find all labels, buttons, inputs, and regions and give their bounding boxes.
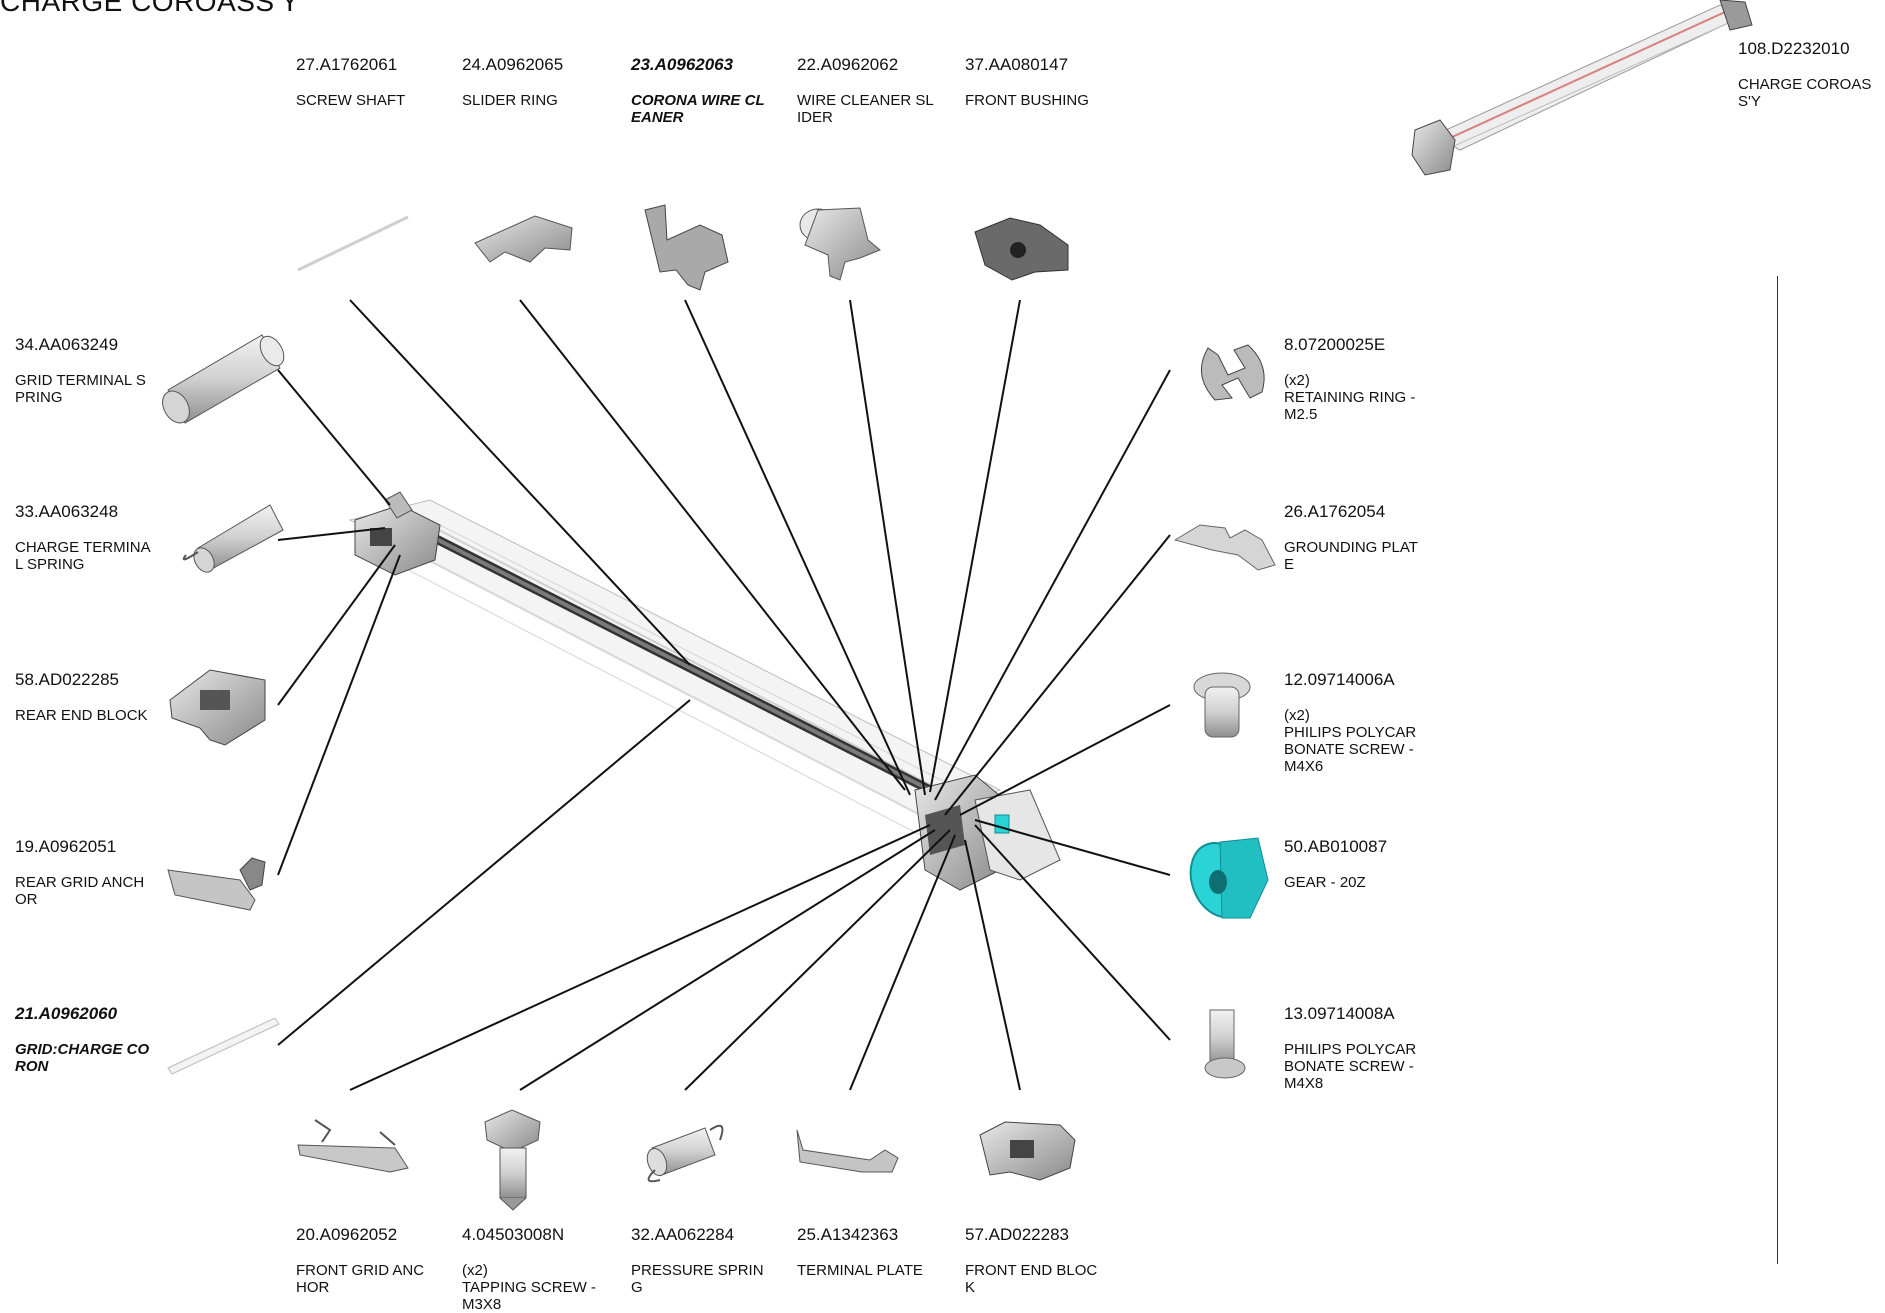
part-number: 50.AB010087 [1284,837,1388,856]
part-name: (x2) RETAINING RING - M2.5 [1284,372,1416,423]
part-image-wire-cleaner-slider [799,207,881,281]
part-label-4: 4.04503008N (x2) TAPPING SCREW - M3X8 [462,1208,596,1313]
part-image-corona-wire-cleaner [644,204,729,291]
part-number: 13.09714008A [1284,1004,1395,1023]
part-name: PHILIPS POLYCAR BONATE SCREW - M4X8 [1284,1041,1417,1092]
part-name: FRONT END BLOC K [965,1262,1098,1296]
part-name: CORONA WIRE CL EANER [631,92,765,126]
part-label-25: 25.A1342363 TERMINAL PLATE [797,1208,923,1279]
part-image-philips-screw-m4x6 [1193,672,1251,738]
part-label-22: 22.A0962062 WIRE CLEANER SL IDER [797,38,934,126]
part-number: 4.04503008N [462,1225,565,1244]
part-number: 32.AA062284 [631,1225,735,1244]
part-name: PRESSURE SPRIN G [631,1262,764,1296]
part-image-front-grid-anchor [297,1119,409,1173]
part-label-19: 19.A0962051 REAR GRID ANCH OR [15,820,144,908]
part-image-grounding-plate [1173,524,1276,571]
part-name: WIRE CLEANER SL IDER [797,92,934,126]
part-label-50: 50.AB010087 GEAR - 20Z [1284,820,1387,891]
part-image-retaining-ring [1200,344,1265,401]
part-name: (x2) TAPPING SCREW - M3X8 [462,1262,596,1313]
part-label-34: 34.AA063249 GRID TERMINAL S PRING [15,318,146,406]
part-name: FRONT BUSHING [965,92,1089,109]
part-image-rear-grid-anchor [167,857,266,911]
part-number: 108.D2232010 [1738,39,1850,58]
part-number: 23.A0962063 [631,55,734,74]
part-name: SCREW SHAFT [296,92,406,109]
assembly-thumbnail [1411,0,1753,176]
part-number: 22.A0962062 [797,55,899,74]
part-image-gear-20z [1189,837,1269,919]
part-name: GRID:CHARGE CO RON [15,1041,150,1075]
part-name: GROUNDING PLAT E [1284,539,1418,573]
part-number: 24.A0962065 [462,55,564,74]
part-label-13: 13.09714008A PHILIPS POLYCAR BONATE SCRE… [1284,987,1416,1092]
part-label-37: 37.AA080147 FRONT BUSHING [965,38,1089,109]
part-name: REAR GRID ANCH OR [15,874,145,908]
part-label-23: 23.A0962063 CORONA WIRE CL EANER [631,38,765,126]
part-name: CHARGE TERMINA L SPRING [15,539,151,573]
part-number: 37.AA080147 [965,55,1069,74]
part-label-26: 26.A1762054 GROUNDING PLAT E [1284,485,1418,573]
part-name: TERMINAL PLATE [797,1262,923,1279]
leader-lines [277,299,1171,1091]
part-name: (x2) PHILIPS POLYCAR BONATE SCREW - M4X6 [1284,707,1417,775]
divider-line [1777,276,1778,1264]
part-label-8: 8.07200025E (x2) RETAINING RING - M2.5 [1284,318,1415,423]
part-label-24: 24.A0962065 SLIDER RING [462,38,563,109]
part-image-philips-screw-m4x8 [1204,1009,1246,1079]
part-image-charge-terminal-spring [182,504,284,573]
part-label-58: 58.AD022285 REAR END BLOCK [15,653,148,724]
part-number: 19.A0962051 [15,837,117,856]
part-image-screw-shaft [297,215,409,272]
part-label-12: 12.09714006A (x2) PHILIPS POLYCAR BONATE… [1284,653,1416,775]
part-number: 58.AD022285 [15,670,119,689]
part-number: 20.A0962052 [296,1225,398,1244]
part-number: 33.AA063248 [15,502,119,521]
part-number: 26.A1762054 [1284,502,1386,521]
part-name: REAR END BLOCK [15,707,148,724]
part-image-terminal-plate [796,1129,899,1173]
part-label-27: 27.A1762061 SCREW SHAFT [296,38,405,109]
part-number: 21.A0962060 [15,1004,118,1023]
part-name: FRONT GRID ANC HOR [296,1262,425,1296]
part-image-front-end-block [979,1121,1076,1181]
part-image-tapping-screw [484,1109,541,1211]
part-image-grid-charge-coron [167,1017,280,1075]
part-number: 8.07200025E [1284,335,1386,354]
part-label-21: 21.A0962060 GRID:CHARGE CO RON [15,987,149,1075]
part-label-108: 108.D2232010 CHARGE COROAS S'Y [1738,22,1871,110]
page-title: CHARGE COROASS'Y [0,0,300,17]
part-number: 25.A1342363 [797,1225,899,1244]
exploded-diagram [162,0,1753,1211]
part-number: 27.A1762061 [296,55,398,74]
main-assembly [348,491,1061,891]
part-image-rear-end-block [169,669,266,746]
part-label-33: 33.AA063248 CHARGE TERMINA L SPRING [15,485,151,573]
part-image-pressure-spring [646,1124,724,1183]
part-name: GRID TERMINAL S PRING [15,372,146,406]
part-image-front-bushing [974,217,1069,281]
part-label-32: 32.AA062284 PRESSURE SPRIN G [631,1208,764,1296]
part-number: 12.09714006A [1284,670,1395,689]
part-image-slider-ring [474,215,573,263]
part-name: SLIDER RING [462,92,558,109]
part-name: GEAR - 20Z [1284,874,1366,891]
part-image-grid-terminal-spring [162,334,285,424]
part-number: 57.AD022283 [965,1225,1069,1244]
part-number: 34.AA063249 [15,335,119,354]
part-name: CHARGE COROAS S'Y [1738,76,1872,110]
